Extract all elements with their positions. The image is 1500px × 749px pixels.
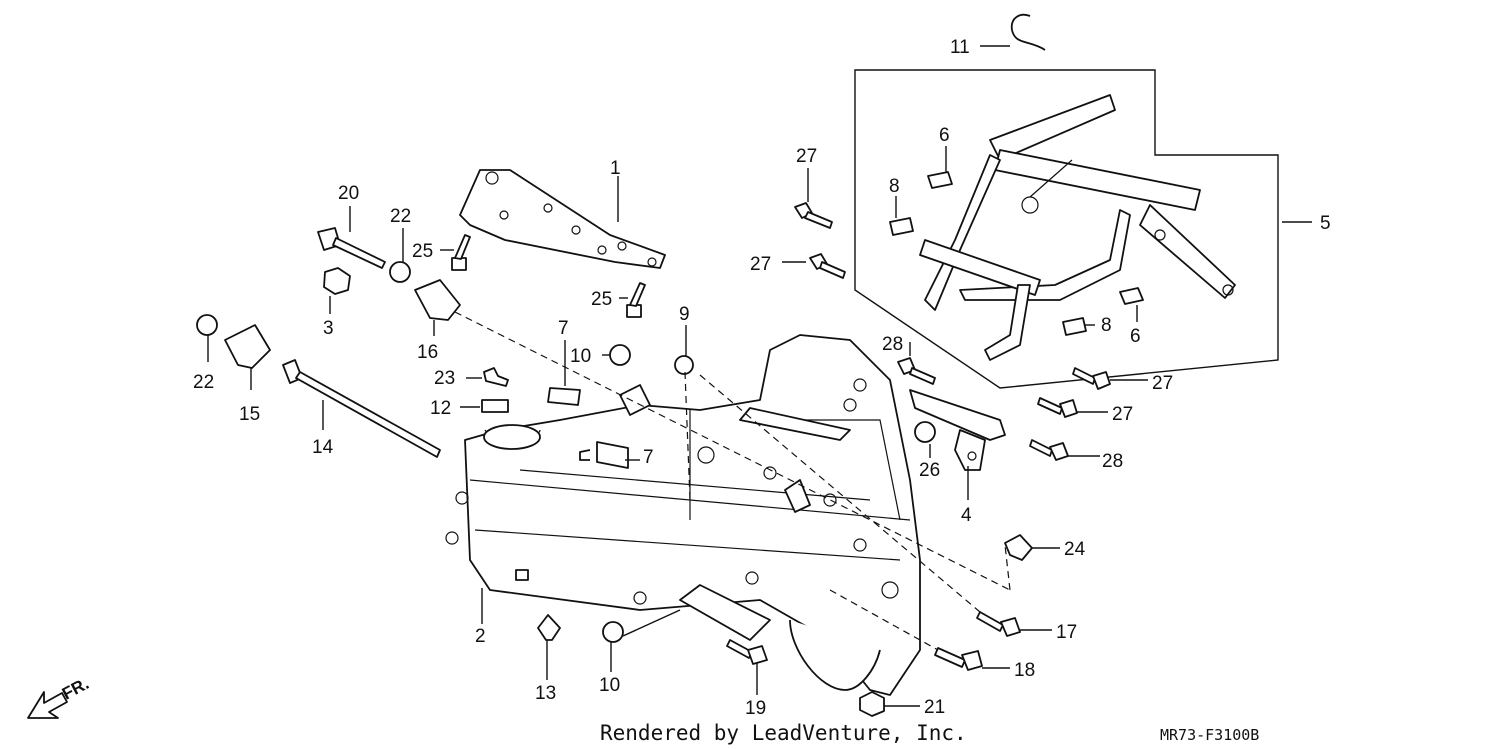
rear-subframe[interactable] [919, 94, 1236, 361]
part-18-bolt[interactable] [934, 647, 983, 671]
part-27-bolt-a[interactable] [794, 202, 833, 229]
part-26-collar[interactable] [914, 421, 936, 443]
part-12-tape[interactable] [481, 399, 509, 413]
part-25-bolt-upper[interactable] [451, 234, 471, 271]
callout-12[interactable]: 12 [430, 398, 451, 419]
subframe-group-outline [854, 69, 1279, 389]
callout-labels: 1 2 3 4 5 6 6 7 7 8 8 9 10 10 11 12 13 1… [193, 37, 1331, 719]
callout-16[interactable]: 16 [417, 342, 438, 363]
callout-24[interactable]: 24 [1064, 539, 1086, 560]
part-11-clip[interactable] [1010, 13, 1046, 51]
callout-7-upper[interactable]: 7 [558, 318, 569, 339]
callout-23[interactable]: 23 [434, 368, 455, 389]
part-16-rubber-boot[interactable] [414, 279, 461, 321]
part-15-rubber-boot[interactable] [224, 324, 271, 369]
callout-6-upper[interactable]: 6 [939, 125, 950, 146]
callout-25-upper[interactable]: 25 [412, 241, 433, 262]
diagram-code: MR73-F3100B [1160, 726, 1259, 744]
callout-28-upper[interactable]: 28 [882, 334, 903, 355]
part-3-nut[interactable] [323, 267, 351, 295]
callout-3[interactable]: 3 [323, 318, 334, 339]
part-14-long-bolt[interactable] [282, 359, 441, 458]
callout-18[interactable]: 18 [1014, 660, 1035, 681]
callout-10-upper[interactable]: 10 [570, 346, 591, 367]
part-7-pad-upper[interactable] [547, 387, 581, 406]
callout-6-lower[interactable]: 6 [1130, 326, 1141, 347]
part-8-pad-upper[interactable] [889, 217, 914, 236]
callout-11[interactable]: 11 [950, 37, 970, 58]
part-25-bolt-lower[interactable] [626, 282, 646, 318]
part-27-bolt-b[interactable] [809, 253, 846, 279]
callout-4[interactable]: 4 [961, 505, 972, 526]
callout-10-lower[interactable]: 10 [599, 675, 620, 696]
callout-8-upper[interactable]: 8 [889, 176, 900, 197]
callout-27-b[interactable]: 27 [750, 254, 771, 275]
callout-15[interactable]: 15 [239, 404, 260, 425]
front-direction-indicator: FR. [27, 674, 92, 719]
part-24-clip[interactable] [1004, 534, 1033, 561]
part-22-washer-left[interactable] [196, 314, 218, 336]
part-10-collar-upper[interactable] [609, 344, 631, 366]
callout-5[interactable]: 5 [1320, 213, 1331, 234]
part-9-collar[interactable] [674, 355, 694, 375]
callout-14[interactable]: 14 [312, 437, 334, 458]
part-20-bolt[interactable] [317, 227, 386, 269]
callout-22-left[interactable]: 22 [193, 372, 214, 393]
part-1-top-plate[interactable] [459, 169, 666, 269]
callout-27-c[interactable]: 27 [1152, 373, 1173, 394]
callout-27-d[interactable]: 27 [1112, 404, 1133, 425]
callout-26[interactable]: 26 [919, 460, 940, 481]
part-27-bolt-d[interactable] [1037, 397, 1078, 418]
callout-25-lower[interactable]: 25 [591, 289, 612, 310]
callout-22-right[interactable]: 22 [390, 206, 411, 227]
callout-19[interactable]: 19 [745, 698, 766, 719]
part-22-washer-right[interactable] [389, 261, 411, 283]
part-27-bolt-c[interactable] [1072, 367, 1111, 390]
callout-27-a[interactable]: 27 [796, 146, 817, 167]
part-4-bracket[interactable] [909, 389, 1006, 471]
front-arrow-icon [27, 691, 68, 719]
main-frame[interactable] [445, 334, 921, 696]
part-6-pad-lower[interactable] [1119, 287, 1144, 305]
part-17-bolt[interactable] [976, 611, 1021, 637]
part-10-collar-lower[interactable] [602, 621, 624, 643]
callout-9[interactable]: 9 [679, 304, 690, 325]
rendered-by-credit: Rendered by LeadVenture, Inc. [600, 721, 967, 745]
leader-lines [207, 45, 1312, 707]
part-19-bolt[interactable] [726, 639, 768, 665]
callout-21[interactable]: 21 [924, 697, 945, 718]
part-6-pad-upper[interactable] [927, 171, 953, 189]
callout-28-lower[interactable]: 28 [1102, 451, 1123, 472]
callout-1[interactable]: 1 [610, 158, 621, 179]
part-21-nut[interactable] [859, 691, 885, 717]
part-28-bolt-lower[interactable] [1029, 439, 1069, 461]
part-8-pad-lower[interactable] [1062, 317, 1087, 336]
callout-13[interactable]: 13 [535, 683, 556, 704]
part-23-screw[interactable] [483, 367, 509, 387]
callout-2[interactable]: 2 [475, 626, 486, 647]
part-28-bolt-upper[interactable] [897, 357, 936, 385]
callout-20[interactable]: 20 [338, 183, 359, 204]
part-13-clip[interactable] [537, 614, 561, 641]
callout-8-lower[interactable]: 8 [1101, 315, 1112, 336]
callout-17[interactable]: 17 [1056, 622, 1077, 643]
callout-7-lower[interactable]: 7 [643, 447, 654, 468]
